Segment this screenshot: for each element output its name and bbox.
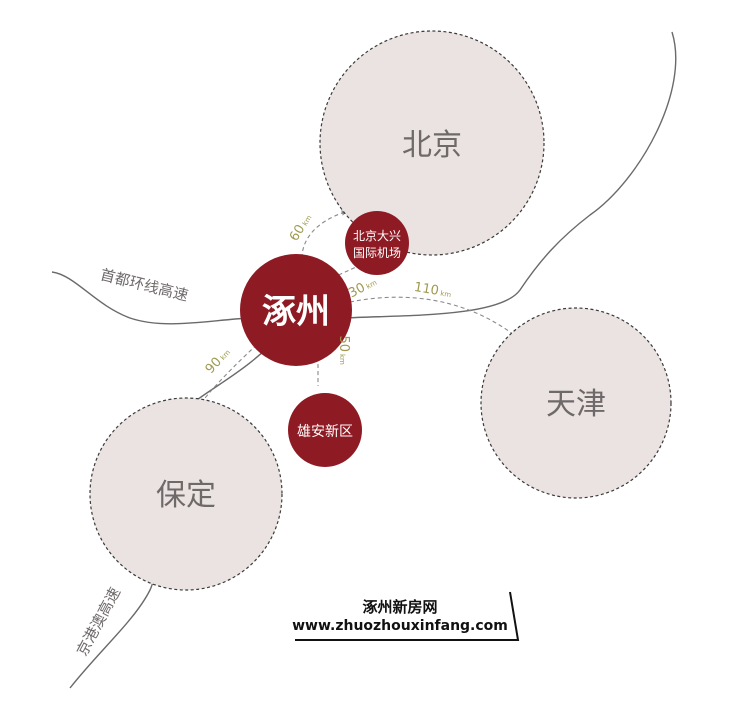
distance-to-tianjin-value: 110 bbox=[413, 280, 440, 299]
airport-circle bbox=[345, 211, 409, 275]
zhuozhou-circle bbox=[240, 254, 352, 366]
airport-label-line2: 国际机场 bbox=[353, 246, 401, 260]
beijing-label: 北京 bbox=[402, 128, 462, 163]
distance-to-tianjin-unit: km bbox=[440, 289, 452, 299]
watermark: 涿州新房网 www.zhuozhouxinfang.com bbox=[292, 591, 520, 641]
distance-to-tianjin: 110 km bbox=[413, 280, 452, 299]
distance-to-xiongan: 50 km bbox=[336, 335, 351, 365]
road-capital-ring bbox=[51, 271, 251, 325]
distance-to-beijing-value: 60 bbox=[287, 222, 308, 244]
xiongan-circle bbox=[288, 393, 362, 467]
route-to-beijing bbox=[301, 210, 348, 259]
watermark-url: www.zhuozhouxinfang.com bbox=[292, 618, 508, 634]
road-northeast bbox=[344, 31, 677, 319]
distance-to-xiongan-value: 50 bbox=[336, 335, 351, 352]
zhuozhou-label: 涿州 bbox=[262, 292, 330, 332]
xiongan-label: 雄安新区 bbox=[297, 424, 353, 440]
tianjin-label: 天津 bbox=[546, 387, 606, 422]
distance-to-baoding-unit: km bbox=[219, 348, 232, 362]
distance-to-airport: 30 km bbox=[346, 279, 379, 302]
route-to-tianjin bbox=[349, 296, 520, 340]
distance-to-beijing: 60 km bbox=[287, 214, 314, 244]
distance-to-airport-value: 30 bbox=[346, 280, 368, 301]
distance-to-xiongan-unit: km bbox=[338, 354, 346, 365]
beijing-circle bbox=[319, 30, 545, 256]
baoding-circle bbox=[89, 397, 283, 591]
distance-to-beijing-unit: km bbox=[301, 214, 314, 228]
watermark-title: 涿州新房网 bbox=[362, 598, 437, 616]
baoding-label: 保定 bbox=[156, 478, 216, 513]
capital-ring-highway-label: 首都环线高速 bbox=[98, 266, 190, 305]
distance-to-airport-unit: km bbox=[365, 279, 379, 291]
jinggang-ao-highway-label: 京港澳高速 bbox=[73, 584, 124, 659]
watermark-bracket bbox=[295, 591, 520, 641]
airport-label-line1: 北京大兴 bbox=[353, 229, 401, 243]
tianjin-circle bbox=[480, 307, 672, 499]
